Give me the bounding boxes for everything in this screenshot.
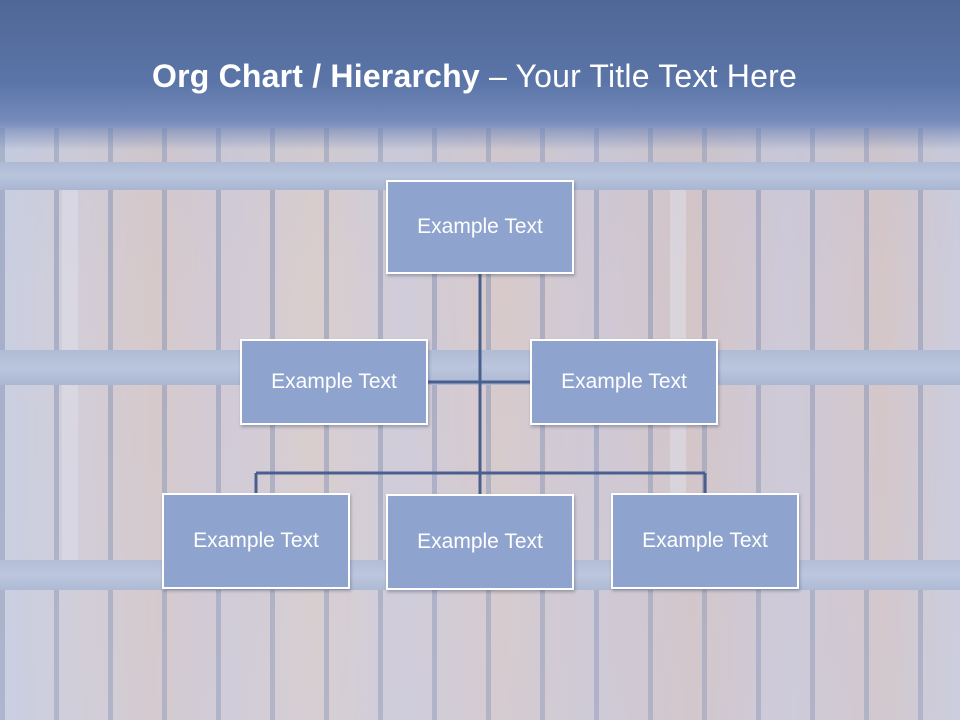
title-regular-part: Your Title Text Here	[515, 58, 797, 94]
title-separator: –	[479, 58, 516, 94]
title-bold-part: Org Chart / Hierarchy	[152, 58, 480, 94]
org-node-subordinate-left[interactable]: Example Text	[162, 493, 350, 589]
building-pillar	[670, 190, 686, 350]
building-pillar	[62, 190, 78, 350]
org-node-subordinate-center[interactable]: Example Text	[386, 494, 574, 590]
org-node-assistant-right[interactable]: Example Text	[530, 339, 718, 425]
slide-title[interactable]: Org Chart / Hierarchy – Your Title Text …	[152, 54, 797, 98]
building-floor	[0, 590, 960, 720]
org-node-assistant-left[interactable]: Example Text	[240, 339, 428, 425]
title-banner	[0, 0, 960, 150]
building-pillar	[62, 385, 78, 560]
org-node-root[interactable]: Example Text	[386, 180, 574, 274]
org-node-subordinate-right[interactable]: Example Text	[611, 493, 799, 589]
